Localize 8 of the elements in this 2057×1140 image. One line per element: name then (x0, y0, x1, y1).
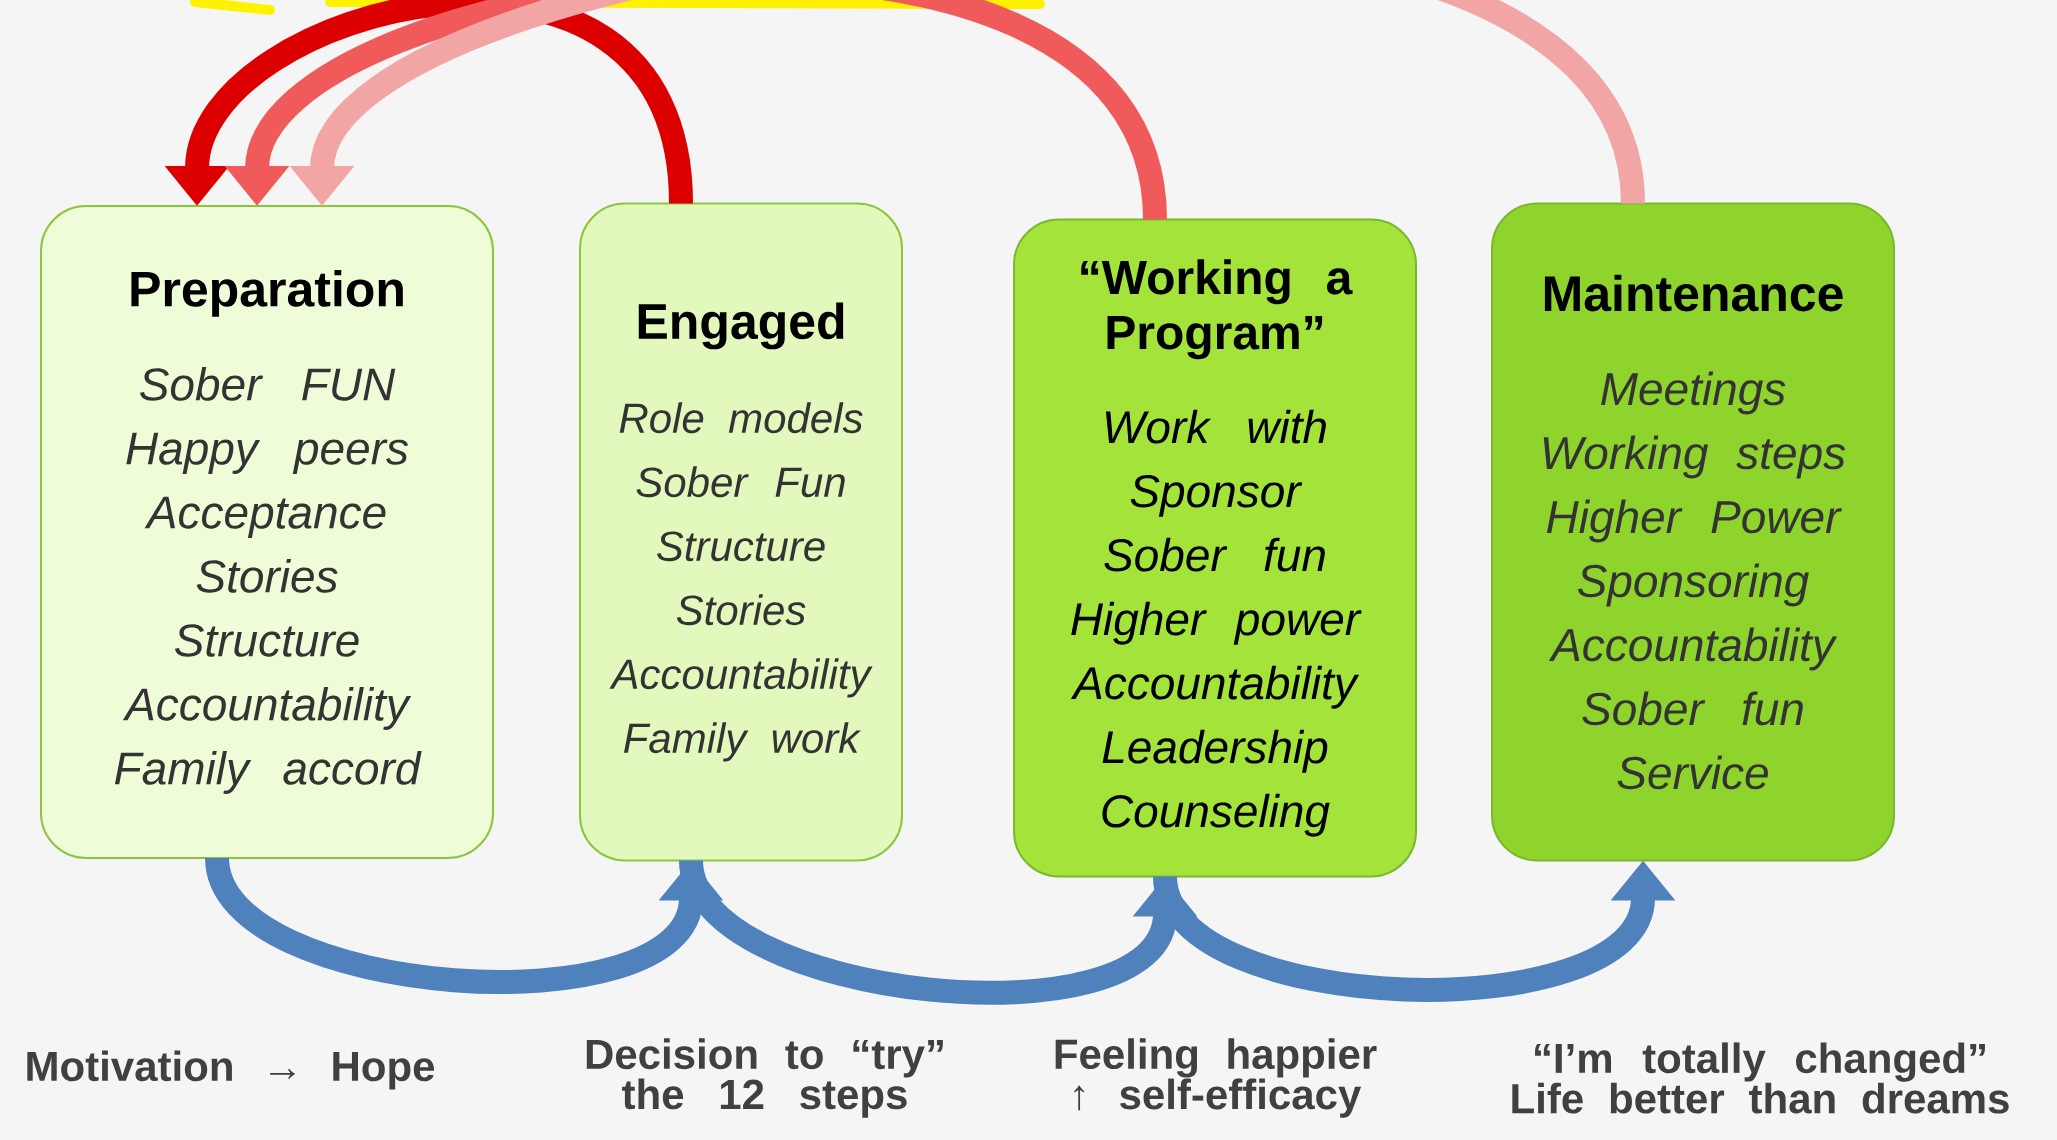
stage-box: Preparation Sober FUN Happy peers Acceptance Stories Structure Accountability Family accord (40, 205, 494, 859)
caption-text: Feeling happier ↑ self-efficacy (1055, 1038, 1377, 1118)
caption-text: Motivation → Hope (27, 1050, 435, 1090)
stage-box: Maintenance Meetings Working steps Higher Power Sponsoring Accountability Sober fun Service (1491, 202, 1895, 862)
caption-text: Decision to “try” the 12 steps (586, 1038, 943, 1118)
stage-box: Engaged Role models Sober Fun Structure Stories Accountability Family work (579, 202, 903, 862)
stage-box: “Working a Program” Work with Sponsor Sober fun Higher power Accountability Leadership Counseling (1013, 218, 1417, 878)
caption-text: “I’m totally changed” Life better than dreams (1512, 1042, 2009, 1114)
